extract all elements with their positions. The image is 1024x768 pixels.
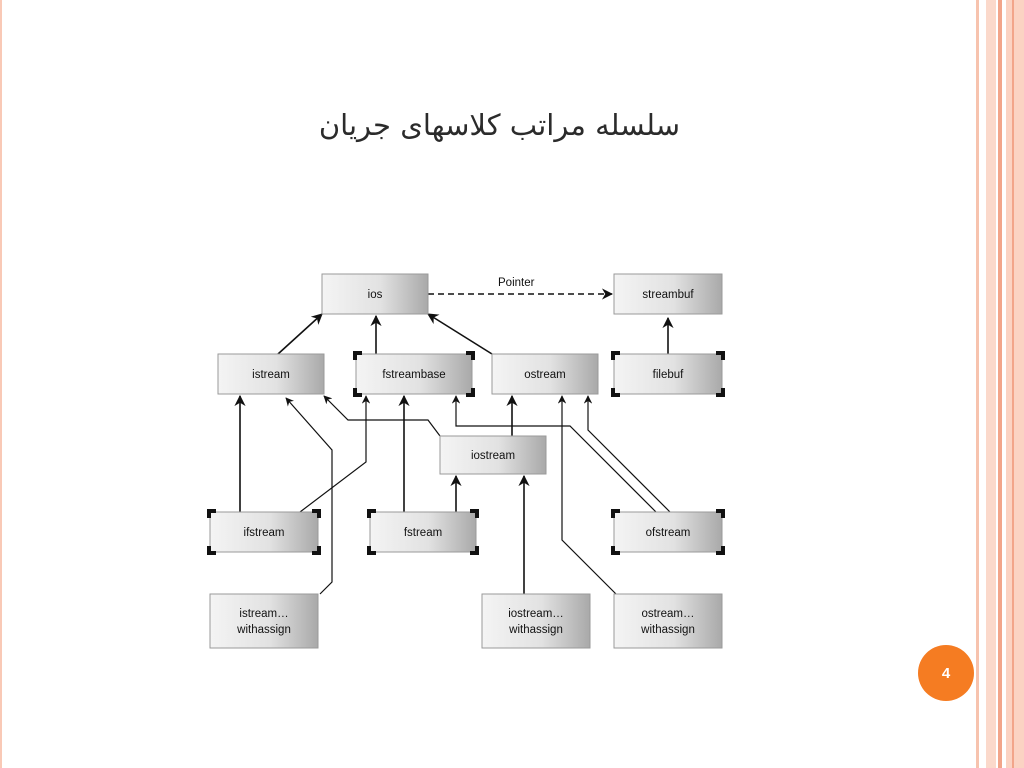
corner-bracket bbox=[716, 509, 725, 518]
node-iostream: iostream bbox=[439, 435, 547, 475]
node-label: fstream bbox=[404, 527, 442, 539]
corner-bracket bbox=[466, 388, 475, 397]
node-istream-withassign: istream… withassign bbox=[209, 593, 319, 649]
node-label: iostream… bbox=[508, 608, 564, 620]
node-label: withassign bbox=[236, 624, 291, 636]
diagram-edges: Pointer bbox=[234, 277, 674, 595]
node-label: streambuf bbox=[642, 289, 694, 301]
node-label: istream… bbox=[239, 608, 288, 620]
corner-bracket bbox=[312, 509, 321, 518]
corner-bracket bbox=[367, 546, 376, 555]
corner-bracket bbox=[353, 351, 362, 360]
diagram-nodes: ios streambuf istream fstreambase ostrea… bbox=[207, 273, 725, 649]
corner-bracket bbox=[353, 388, 362, 397]
node-iostream-withassign: iostream… withassign bbox=[481, 593, 591, 649]
abstract-corner-marks bbox=[611, 351, 725, 397]
node-label: ios bbox=[368, 289, 383, 301]
node-istream: istream bbox=[217, 353, 325, 395]
node-label: withassign bbox=[640, 624, 695, 636]
abstract-corner-marks bbox=[207, 509, 321, 555]
corner-bracket bbox=[470, 546, 479, 555]
edge-iostream-istream bbox=[323, 395, 441, 437]
edge-istream-ios bbox=[277, 313, 323, 355]
slide-frame-stripe bbox=[1006, 0, 1024, 768]
corner-bracket bbox=[207, 546, 216, 555]
abstract-corner-marks bbox=[353, 351, 475, 397]
corner-bracket bbox=[611, 546, 620, 555]
corner-bracket bbox=[611, 351, 620, 360]
edge-ostream-ios bbox=[427, 313, 493, 355]
node-ios: ios bbox=[321, 273, 429, 315]
corner-bracket bbox=[466, 351, 475, 360]
edge-istreamwa-istream bbox=[285, 397, 333, 595]
edge-ofstream-fstreambase bbox=[451, 395, 657, 513]
node-fstream: fstream bbox=[367, 509, 479, 555]
slide-frame-stripe bbox=[986, 0, 996, 768]
node-ostream: ostream bbox=[491, 353, 599, 395]
corner-bracket bbox=[611, 388, 620, 397]
page-number-badge: 4 bbox=[918, 645, 974, 701]
corner-bracket bbox=[716, 351, 725, 360]
node-label: fstreambase bbox=[382, 369, 445, 381]
node-label: ifstream bbox=[244, 527, 285, 539]
corner-bracket bbox=[611, 509, 620, 518]
slide-frame-stripe bbox=[976, 0, 979, 768]
node-label: ostream bbox=[524, 369, 566, 381]
node-label: istream bbox=[252, 369, 290, 381]
node-label: withassign bbox=[508, 624, 563, 636]
edge-ofstream-ostream bbox=[583, 395, 671, 513]
node-ofstream: ofstream bbox=[611, 509, 725, 555]
edge-label-pointer: Pointer bbox=[498, 277, 535, 289]
slide-frame-stripe bbox=[998, 0, 1002, 768]
node-label: filebuf bbox=[653, 369, 684, 381]
slide-frame-stripe bbox=[0, 0, 2, 768]
corner-bracket bbox=[367, 509, 376, 518]
node-ostream-withassign: ostream… withassign bbox=[613, 593, 723, 649]
node-filebuf: filebuf bbox=[611, 351, 725, 397]
node-label: iostream bbox=[471, 450, 515, 462]
node-ifstream: ifstream bbox=[207, 509, 321, 555]
node-streambuf: streambuf bbox=[613, 273, 723, 315]
corner-bracket bbox=[207, 509, 216, 518]
edge-ifstream-fstreambase bbox=[299, 395, 371, 513]
node-fstreambase: fstreambase bbox=[353, 351, 475, 397]
corner-bracket bbox=[312, 546, 321, 555]
corner-bracket bbox=[470, 509, 479, 518]
edge-ostreamwa-ostream bbox=[557, 395, 617, 595]
abstract-corner-marks bbox=[367, 509, 479, 555]
corner-bracket bbox=[716, 546, 725, 555]
node-label: ostream… bbox=[641, 608, 694, 620]
abstract-corner-marks bbox=[611, 509, 725, 555]
slide-frame-stripe bbox=[1012, 0, 1014, 768]
corner-bracket bbox=[716, 388, 725, 397]
node-label: ofstream bbox=[646, 527, 691, 539]
slide-title: سلسله مراتب کلاسهای جریان bbox=[318, 108, 680, 142]
